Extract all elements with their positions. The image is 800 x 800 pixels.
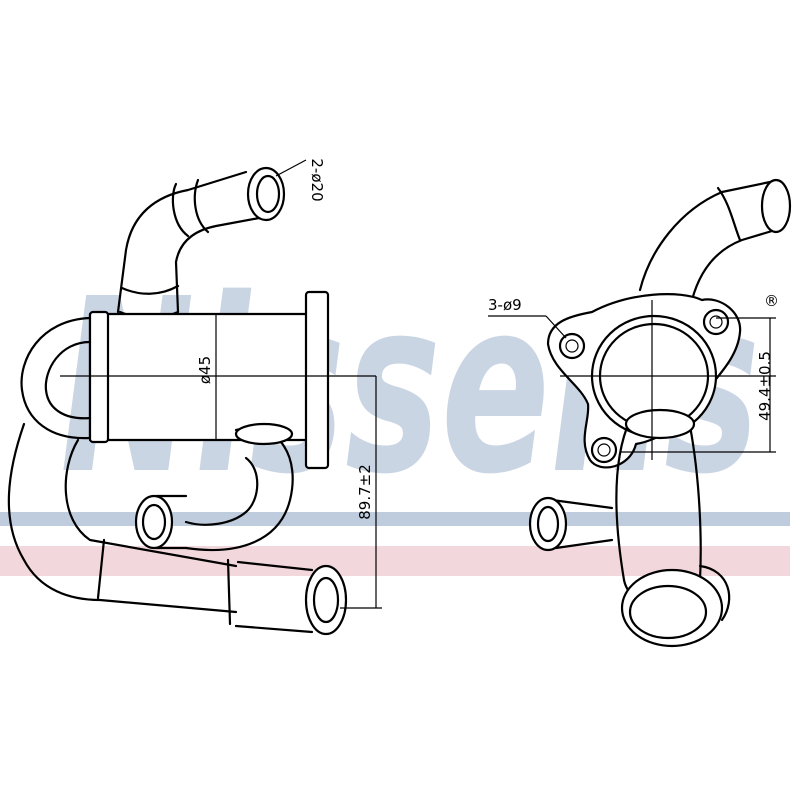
- right-flange: [304, 290, 330, 470]
- watermark-stripe-blue: [0, 512, 790, 526]
- dim-pipe-outlet: 2-ø20: [308, 158, 326, 201]
- dim-bolt-holes: 3-ø9: [488, 296, 522, 314]
- bolt-hole-bottom: [590, 436, 618, 464]
- bottom-pipe: [7, 422, 238, 614]
- dim-flange-spacing: 49.4±0.5: [756, 351, 774, 421]
- right-lower-pipe-end: [620, 568, 724, 648]
- right-stub-pipe: [550, 498, 614, 550]
- right-view: 49.4±0.5 3-ø9: [488, 178, 792, 648]
- right-upper-pipe-end: [760, 178, 792, 234]
- bottom-pipe-end: [304, 564, 348, 636]
- dim-tube-diameter: ø45: [196, 356, 214, 384]
- right-stub-end: [528, 496, 568, 552]
- right-upper-pipe: [638, 180, 772, 292]
- left-u-bend: [20, 316, 92, 440]
- dim-overall-height: 89.7±2: [356, 464, 374, 520]
- bolt-hole-left: [558, 332, 586, 360]
- lower-stub-end: [134, 494, 174, 550]
- left-flange: [88, 310, 110, 444]
- upper-pipe: [116, 170, 248, 314]
- right-lower-pipe: [615, 418, 632, 582]
- left-view: ø45 89.7±2 2-ø20: [7, 158, 382, 636]
- registered-mark: ®: [764, 292, 779, 310]
- bolt-hole-right: [702, 308, 730, 336]
